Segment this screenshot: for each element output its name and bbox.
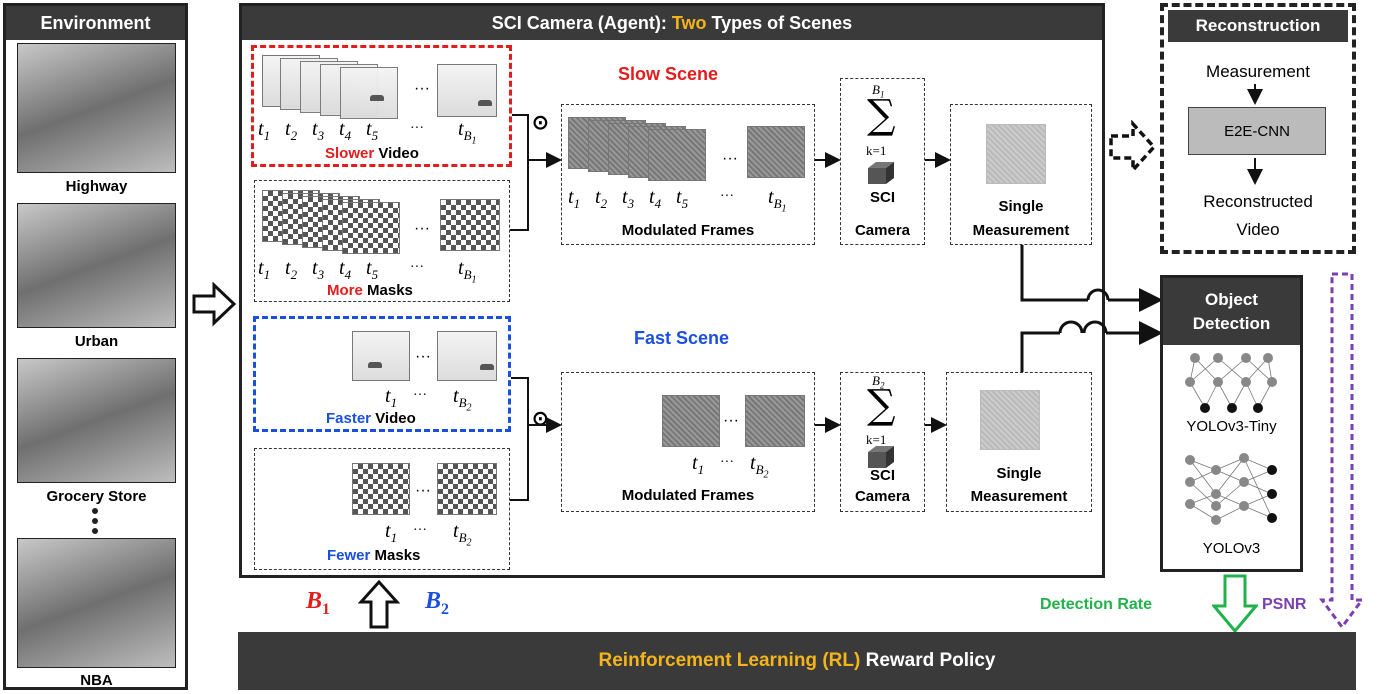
fast-camera-icon	[868, 446, 894, 468]
fast-measurement-box	[946, 372, 1092, 512]
fast-camera-label: Camera	[854, 488, 911, 505]
environment-label-nba: NBA	[80, 672, 113, 689]
slow-camera-label: Camera	[854, 222, 911, 239]
fewer-masks-box	[254, 448, 510, 570]
detection-rate-arrow-icon	[1212, 574, 1258, 634]
t4: t4	[339, 118, 352, 143]
slow-sci-label: SCI	[869, 189, 895, 206]
more-masks-ellipsis: ···	[414, 220, 430, 237]
rl-label-colored: Reinforcement Learning (RL)	[598, 650, 861, 671]
yolov3-tiny-label: YOLOv3-Tiny	[1186, 418, 1277, 435]
tB1: tB1	[458, 118, 477, 147]
slower-video-ellipsis: ···	[414, 80, 430, 97]
slow-sum-icon: ∑	[867, 92, 896, 138]
fast-sci-label: SCI	[869, 467, 895, 484]
slow-sum-upper: B1	[872, 82, 885, 100]
fast-scene-label: Fast Scene	[634, 328, 730, 348]
title-suffix: Types of Scenes	[706, 13, 853, 33]
b-up-arrow-icon	[358, 580, 400, 629]
faster-video-label: Faster Video	[326, 410, 416, 427]
nba-image	[17, 538, 176, 668]
detection-rate-label: Detection Rate	[1040, 596, 1153, 613]
environment-label-grocery: Grocery Store	[46, 488, 147, 505]
ellipsis: ···	[410, 121, 424, 136]
environment-label-highway: Highway	[65, 178, 128, 195]
reconstruction-title: Reconstruction	[1168, 10, 1348, 42]
faster-video-box	[253, 316, 511, 432]
t2: t2	[285, 118, 298, 143]
detection-title-line1: Object	[1205, 290, 1258, 309]
fast-modulated-frames-label: Modulated Frames	[621, 487, 755, 504]
environment-title: Environment	[6, 6, 185, 40]
environment-panel: Environment	[3, 3, 188, 690]
yolov3-network-icon	[1185, 453, 1277, 525]
rl-reward-policy-bar: Reinforcement Learning (RL) Reward Polic…	[238, 632, 1356, 690]
t3: t3	[312, 118, 325, 143]
more-masks-box	[254, 180, 510, 302]
psnr-label: PSNR	[1262, 596, 1307, 613]
detection-title-line2: Detection	[1192, 314, 1271, 333]
slower-video-box	[251, 45, 512, 167]
fewer-masks-ellipsis: ···	[415, 482, 431, 499]
b2-label: B2	[425, 588, 450, 618]
reconstructed-label-line1: Reconstructed	[1203, 192, 1313, 211]
slow-modulation-symbol: ⊙	[532, 112, 549, 134]
slow-camera-icon	[868, 162, 894, 184]
e2e-cnn-block: E2E-CNN	[1188, 107, 1326, 155]
b1-label: B1	[306, 588, 331, 618]
more-masks-label: More Masks	[327, 282, 413, 299]
fast-sci-camera-box	[840, 372, 925, 512]
object-detection-panel	[1160, 275, 1303, 572]
reconstructed-label-line2: Video	[1236, 220, 1280, 239]
slow-modulated-frames-label: Modulated Frames	[621, 222, 755, 239]
psnr-arrow-icon	[1319, 272, 1365, 630]
fewer-masks-label: Fewer Masks	[327, 547, 421, 564]
fast-modulated-ellipsis: ···	[723, 412, 739, 429]
fast-single-label: Single	[996, 465, 1042, 482]
environment-label-urban: Urban	[74, 333, 119, 350]
slow-modulated-frames-box	[561, 104, 815, 245]
slow-scene-label: Slow Scene	[618, 64, 719, 84]
slow-single-label: Single	[998, 198, 1044, 215]
t1: t1	[258, 118, 271, 143]
slow-measurement-box	[950, 104, 1092, 245]
environment-arrow-icon	[192, 282, 237, 327]
yolov3-label: YOLOv3	[1202, 540, 1261, 557]
grocery-image	[17, 358, 176, 483]
fast-measurement-label: Measurement	[970, 488, 1068, 505]
urban-image	[17, 203, 176, 328]
sci-camera-title: SCI Camera (Agent): Two Types of Scenes	[242, 6, 1102, 40]
t5: t5	[366, 118, 379, 143]
object-detection-title: Object Detection	[1163, 278, 1300, 345]
fast-modulated-frames-box	[561, 372, 815, 512]
slower-video-label: Slower Video	[325, 145, 419, 162]
fast-sum-lower: k=1	[866, 432, 887, 447]
fast-measurement-image	[980, 390, 1040, 450]
slow-measurement-image	[986, 124, 1046, 184]
highway-image	[17, 43, 176, 173]
slow-sum-lower: k=1	[866, 143, 887, 158]
title-prefix: SCI Camera (Agent):	[491, 13, 672, 33]
rl-label-rest: Reward Policy	[860, 650, 996, 671]
fast-sum-upper: B2	[872, 373, 885, 391]
reconstruction-panel	[1160, 3, 1356, 254]
title-highlight: Two	[671, 13, 707, 33]
to-reconstruction-arrow-icon	[1109, 120, 1157, 174]
slow-measurement-label: Measurement	[972, 222, 1070, 239]
yolov3-tiny-network-icon	[1185, 353, 1277, 413]
fast-sum-icon: ∑	[867, 382, 896, 428]
reconstruction-measurement-label: Measurement	[1206, 62, 1310, 81]
faster-video-ellipsis: ···	[415, 348, 431, 365]
slow-modulated-ellipsis: ···	[722, 150, 738, 167]
